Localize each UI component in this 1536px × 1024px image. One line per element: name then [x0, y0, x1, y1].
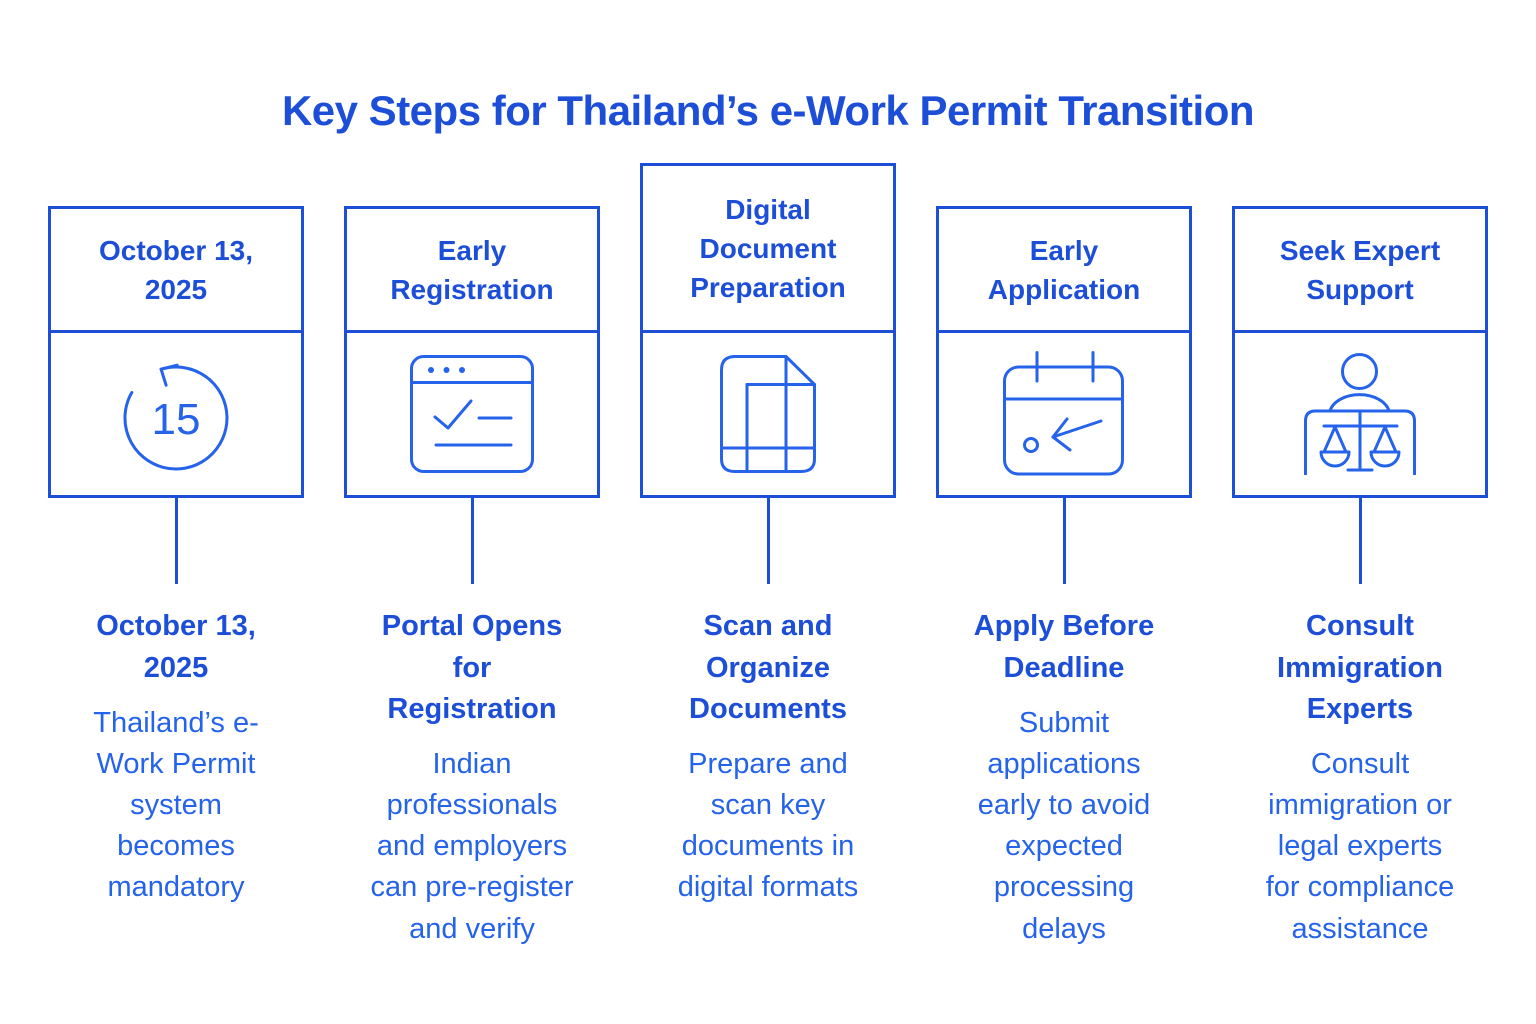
- document-file-icon: [720, 355, 816, 474]
- step-label-title: Apply Before Deadline: [973, 610, 1155, 684]
- card-icon-area: 15: [51, 330, 301, 495]
- card-icon-area: [643, 330, 893, 495]
- browser-checklist-icon: [410, 355, 534, 474]
- card-header: Early Registration: [347, 209, 597, 330]
- card-slot: Early Application: [936, 163, 1192, 499]
- connector-line: [174, 498, 178, 585]
- step-label-title: Portal Opens for Registration: [381, 610, 563, 725]
- step-column-early-registration: Early Registration: [344, 163, 600, 949]
- step-card: Seek Expert Support: [1232, 206, 1488, 499]
- card-title: Digital Document Preparation: [690, 193, 846, 303]
- step-label-title: Scan and Organize Documents: [689, 610, 847, 725]
- card-slot: Early Registration: [344, 163, 600, 499]
- card-header: Early Application: [939, 209, 1189, 330]
- step-label-body: Prepare and scan key documents in digita…: [677, 747, 859, 904]
- card-icon-area: [347, 330, 597, 495]
- card-icon-area: [939, 330, 1189, 495]
- step-label-body: Indian professionals and employers can p…: [370, 747, 574, 945]
- step-label-body: Consult immigration or legal experts for…: [1265, 747, 1455, 945]
- card-title: October 13, 2025: [98, 234, 254, 305]
- card-slot: Seek Expert Support: [1232, 163, 1488, 499]
- connector-line: [1358, 498, 1362, 585]
- step-card: Early Application: [936, 206, 1192, 499]
- step-label-body: Submit applications early to avoid expec…: [977, 706, 1151, 945]
- card-icon-area: [1235, 330, 1485, 495]
- step-label-title: October 13, 2025: [96, 610, 256, 684]
- card-title: Seek Expert Support: [1279, 234, 1441, 305]
- card-header: Seek Expert Support: [1235, 209, 1485, 330]
- connector-line: [766, 498, 770, 585]
- connector-line: [1062, 498, 1066, 585]
- card-title: Early Application: [987, 234, 1141, 305]
- step-column-early-application: Early Application: [936, 163, 1192, 949]
- card-slot: Digital Document Preparation: [640, 163, 896, 499]
- step-label-title: Consult Immigration Experts: [1277, 610, 1443, 725]
- step-card: Early Registration: [344, 206, 600, 499]
- card-header: October 13, 2025: [51, 209, 301, 330]
- steps-row: October 13, 2025 15: [0, 163, 1536, 949]
- page-title: Key Steps for Thailand’s e-Work Permit T…: [281, 87, 1255, 134]
- connector-line: [470, 498, 474, 585]
- infographic-page: Key Steps for Thailand’s e-Work Permit T…: [0, 86, 1536, 1024]
- icon-number-label: 15: [152, 395, 201, 444]
- step-column-october-deadline: October 13, 2025 15: [48, 163, 304, 949]
- step-card: Digital Document Preparation: [640, 163, 896, 499]
- card-slot: October 13, 2025 15: [48, 163, 304, 499]
- step-column-expert-support: Seek Expert Support: [1232, 163, 1488, 949]
- legal-expert-scales-icon: [1304, 353, 1416, 476]
- card-title: Early Registration: [390, 234, 554, 305]
- step-column-document-preparation: Digital Document Preparation: [640, 163, 896, 949]
- card-header: Digital Document Preparation: [643, 166, 893, 330]
- calendar-deadline-icon: [1003, 350, 1125, 478]
- step-card: October 13, 2025 15: [48, 206, 304, 499]
- step-label-body: Thailand’s e- Work Permit system becomes…: [93, 706, 259, 904]
- countdown-15-icon: 15: [120, 356, 232, 472]
